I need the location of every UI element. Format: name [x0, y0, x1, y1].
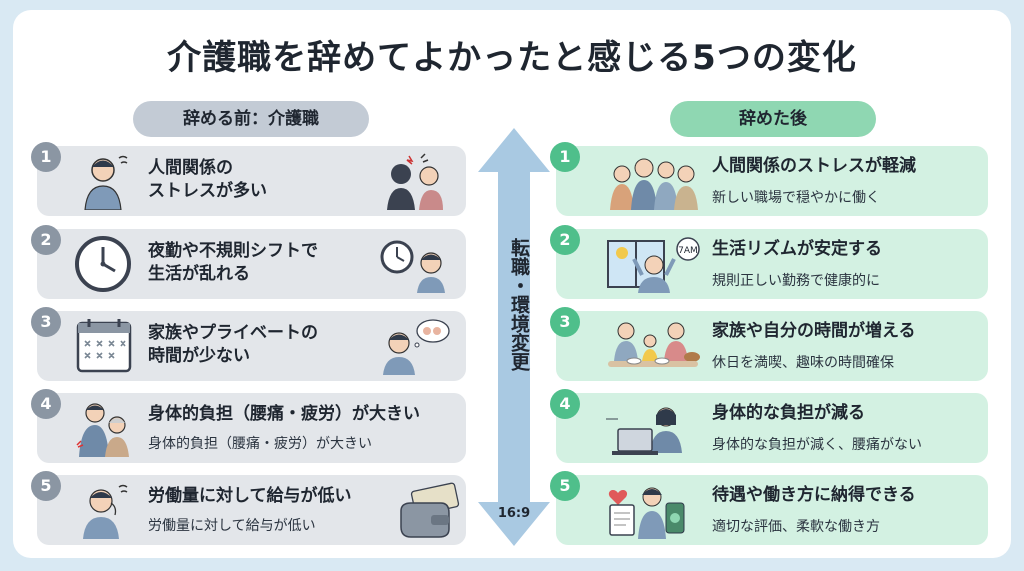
item-number: 4 — [550, 389, 580, 419]
item-number: 2 — [550, 225, 580, 255]
item-subtitle: 身体的な負担が減く、腰痛がない — [712, 437, 922, 453]
item-title: 家族や自分の時間が増える — [712, 321, 916, 341]
item-subtitle: 適切な評価、柔軟な働き方 — [712, 519, 880, 535]
worried-person-icon — [75, 481, 135, 539]
item-title: 家族やプライベートの時間が少ない — [148, 323, 318, 366]
thinking-person-icon — [379, 317, 451, 375]
item-subtitle: 労働量に対して給与が低い — [148, 518, 316, 534]
family-meal-icon — [604, 317, 704, 375]
item-title: 夜勤や不規則シフトで生活が乱れる — [148, 241, 318, 284]
item-number: 1 — [550, 142, 580, 172]
item-number: 5 — [550, 471, 580, 501]
item-subtitle: 身体的負担（腰痛・疲労）が大きい — [148, 436, 372, 452]
arrow-ratio-label: 16:9 — [497, 506, 531, 521]
after-item: 5 待遇や働き方に納得できる 適切な評価、柔軟な働き方 — [550, 471, 988, 545]
clock-icon — [75, 235, 135, 293]
item-title: 労働量に対して給与が低い — [148, 486, 352, 506]
after-item: 4 身体的な負担が減る 身体的な負担が減く、腰痛がない — [550, 389, 988, 463]
item-title: 人間関係のストレスが多い — [148, 158, 267, 201]
before-item: 3 家族やプライベートの時間が少ない — [31, 307, 466, 381]
item-subtitle: 規則正しい勤務で健康的に — [712, 273, 880, 289]
item-subtitle: 新しい職場で穏やかに働く — [712, 190, 880, 206]
item-title: 身体的負担（腰痛・疲労）が大きい — [148, 404, 420, 424]
item-number: 3 — [550, 307, 580, 337]
happy-team-icon — [604, 152, 704, 210]
page-title: 介護職を辞めてよかったと感じる5つの変化 — [167, 38, 857, 78]
clock-label: 7AM — [678, 246, 698, 256]
after-header: 辞めた後 — [670, 101, 876, 137]
item-number: 4 — [31, 389, 61, 419]
before-item: 4 身体的負担（腰痛・疲労）が大きい 身体的負担（腰痛・疲労）が大きい — [31, 389, 466, 463]
stressed-person-icon — [75, 152, 135, 210]
before-item: 1 人間関係のストレスが多い — [31, 142, 466, 216]
transition-arrow — [478, 128, 550, 546]
item-title: 待遇や働き方に納得できる — [712, 485, 916, 505]
conflict-icon — [381, 152, 453, 210]
desk-work-icon — [604, 399, 704, 457]
after-item: 1 人間関係のストレスが軽減 新しい職場で穏やかに働く — [550, 142, 988, 216]
after-item: 3 家族や自分の時間が増える 休日を満喫、趣味の時間確保 — [550, 307, 988, 381]
arrow-label: 転職・環境変更 — [508, 238, 530, 371]
calendar-icon — [75, 317, 135, 375]
caregiver-icon — [75, 399, 135, 457]
tired-worker-icon — [379, 235, 451, 293]
empty-wallet-icon — [393, 481, 465, 539]
item-subtitle: 休日を満喫、趣味の時間確保 — [712, 355, 894, 371]
item-number: 5 — [31, 471, 61, 501]
morning-window-icon: 7AM — [604, 235, 704, 293]
contract-icon — [604, 481, 704, 539]
item-number: 2 — [31, 225, 61, 255]
item-title: 身体的な負担が減る — [712, 403, 865, 423]
item-number: 3 — [31, 307, 61, 337]
before-item: 5 労働量に対して給与が低い 労働量に対して給与が低い — [31, 471, 466, 545]
after-item: 2 7AM 生活リズムが安定する 規則正しい勤務で健康的に — [550, 225, 988, 299]
item-title: 生活リズムが安定する — [712, 239, 882, 259]
item-title: 人間関係のストレスが軽減 — [712, 156, 916, 176]
item-number: 1 — [31, 142, 61, 172]
before-item: 2 夜勤や不規則シフトで生活が乱れる — [31, 225, 466, 299]
before-header: 辞める前：介護職 — [133, 101, 369, 137]
